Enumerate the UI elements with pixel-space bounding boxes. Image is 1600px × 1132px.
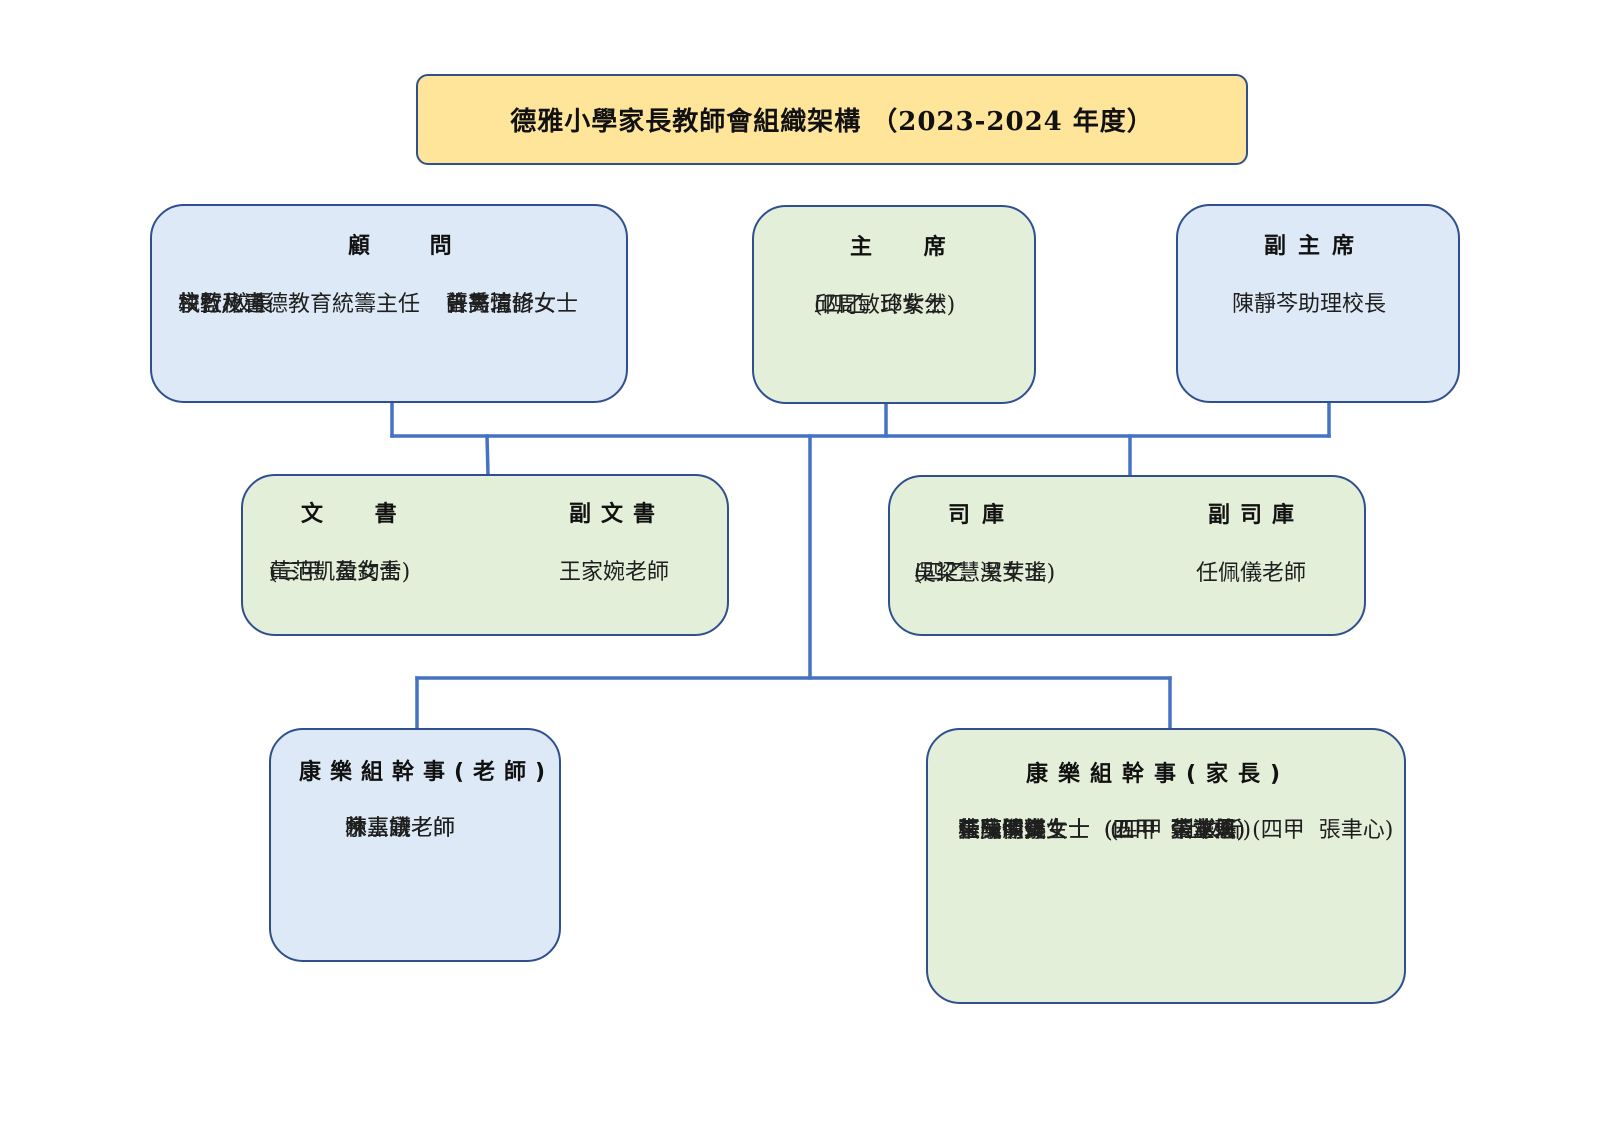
vice-chairman-box: 副主席 陳靜芩助理校長 [1176,204,1460,403]
secretary-name: 黃范凱盈女士 [269,560,402,585]
recreation-parent-line: 杜康傑先生 (四甲 杜旼昕) [958,818,1252,843]
recreation-parent-line: 黃蘇明寶女士 (四甲 黃濼妍) [958,818,1246,843]
chart-title: 德雅小學家長教師會組織架構 （2023-2024 年度） [510,107,1154,137]
chairman-child: (四乙 邱紫然) [814,293,956,318]
title-banner: 德雅小學家長教師會組織架構 （2023-2024 年度） [416,74,1248,165]
connector-secretary [485,434,490,476]
vice-treasurer-name: 任佩儀老師 [1196,561,1307,586]
advisor-name: 許高愷訢女士 [446,292,579,317]
treasurer-box: 司庫 副司庫 吳梁慧潔女士 (四乙 吳芊瑤) 任佩儀老師 [888,475,1366,636]
advisor-role: 校監/校長 [178,292,274,317]
recreation-teachers-box: 康樂組幹事(老師) 林玉妍老師 陳嘉欣老師 余嘉議老師 [269,728,561,962]
recreation-parents-box: 康樂組幹事(家長) 張吳敏琪女士 (五甲 張聿悠) (四甲 張聿心) 李陳潔儀女… [926,728,1406,1004]
vice-chairman-heading: 副主席 [1264,234,1367,259]
vice-secretary-heading: 副文書 [569,502,666,527]
secretary-heading: 文 書 [301,502,419,527]
advisors-box: 顧 問 校監/校長 宗教及道德教育統籌主任 執行秘書 曾美琼修女 張秀清修女 許… [150,204,628,403]
advisor-role: 執行秘書 [178,292,267,317]
chairman-heading: 主 席 [850,235,968,260]
advisor-role: 宗教及道德教育統籌主任 [178,292,421,317]
treasurer-heading: 司庫 [948,503,1017,528]
treasurer-child: (四乙 吳芊瑤) [914,561,1056,586]
treasurer-name: 吳梁慧潔女士 [914,561,1047,586]
recreation-teachers-heading: 康樂組幹事(老師) [299,760,555,785]
vice-chairman-name: 陳靜芩助理校長 [1232,292,1387,317]
recreation-parent-line: 朱陳倩婷女士 (五甲 朱芷瑤) [958,818,1246,843]
advisors-heading: 顧 問 [348,234,478,259]
vice-secretary-name: 王家婉老師 [559,560,670,585]
recreation-teacher-name: 林玉妍老師 [345,816,456,841]
vice-treasurer-heading: 副司庫 [1208,503,1305,528]
advisor-name: 張秀清修女 [446,292,557,317]
recreation-parent-line: 李陳潔儀女士 (四甲 李立恩) [958,818,1246,843]
recreation-teacher-name: 余嘉議老師 [345,816,456,841]
recreation-parent-line: 張吳敏琪女士 (五甲 張聿悠) (四甲 張聿心) [958,818,1394,843]
advisor-name: 曾美琼修女 [446,292,557,317]
recreation-parents-heading: 康樂組幹事(家長) [1026,762,1291,787]
chairman-box: 主 席 邱周敏玲女士 (四乙 邱紫然) [752,205,1036,404]
secretary-child: (三甲 黃鈞喬) [269,560,411,585]
secretary-box: 文 書 副文書 黃范凱盈女士 (三甲 黃鈞喬) 王家婉老師 [241,474,729,636]
recreation-teacher-name: 陳嘉欣老師 [345,816,456,841]
chairman-name: 邱周敏玲女士 [814,293,947,318]
